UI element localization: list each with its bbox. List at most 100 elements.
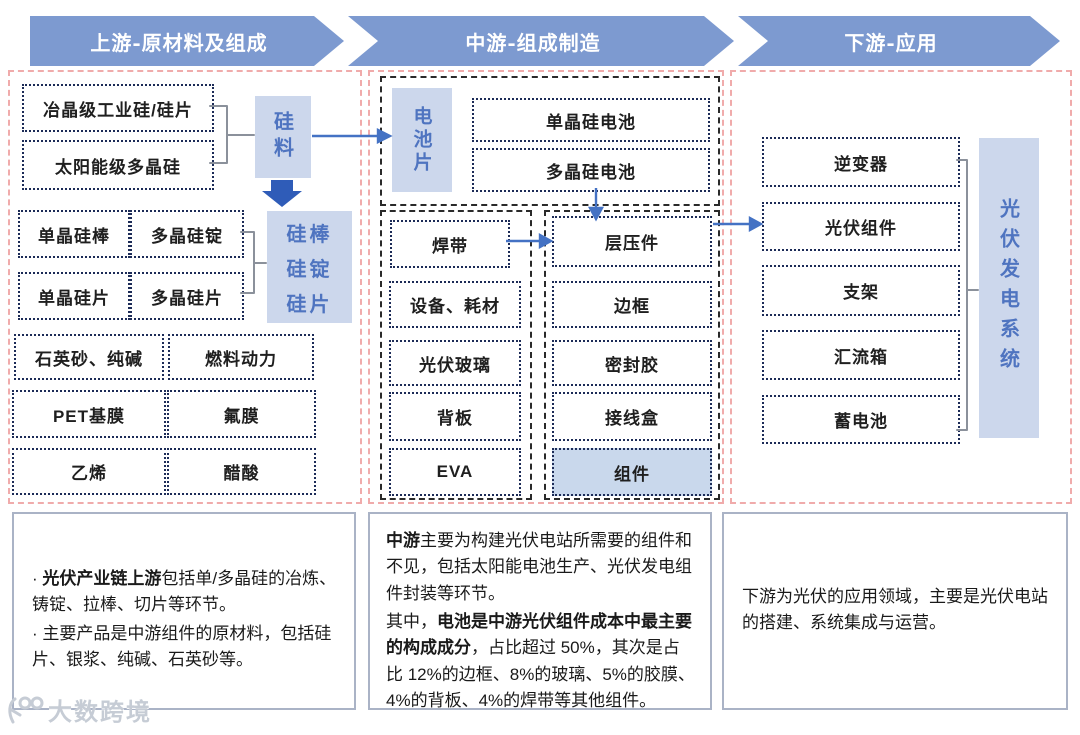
node-label: 光伏玻璃 bbox=[419, 355, 491, 375]
header-midstream-label: 中游-组成制造 bbox=[465, 30, 601, 55]
node-label: 边框 bbox=[614, 297, 650, 316]
node-fuel-power: 燃料动力 bbox=[168, 334, 314, 380]
node-pv-glass: 光伏玻璃 bbox=[389, 340, 521, 386]
node-label: 醋酸 bbox=[223, 464, 260, 483]
upstream-column-frame bbox=[8, 70, 362, 504]
node-storage-battery: 蓄电池 bbox=[762, 395, 960, 444]
node-silicon-material: 硅料 bbox=[255, 96, 311, 178]
node-label: 密封胶 bbox=[605, 355, 659, 375]
node-pet-film: PET基膜 bbox=[12, 390, 166, 438]
node-poly-cell: 多晶硅电池 bbox=[472, 148, 710, 192]
logo-circle bbox=[18, 696, 32, 709]
node-rod-ingot-wafer: 硅棒 硅锭 硅片 bbox=[267, 211, 352, 323]
node-cell-sheet: 电池片 bbox=[392, 88, 452, 192]
note-midstream-p1: 中游主要为构建光伏电站所需要的组件和不见，包括太阳能电池生产、光伏发电组件封装等… bbox=[386, 528, 696, 607]
header-upstream-label: 上游-原材料及组成 bbox=[90, 30, 268, 55]
note-bold: 中游 bbox=[386, 531, 420, 550]
node-frame: 边框 bbox=[552, 281, 712, 328]
node-equipment-consumables: 设备、耗材 bbox=[389, 281, 521, 328]
node-laminate: 层压件 bbox=[552, 216, 712, 267]
bullet: · bbox=[32, 569, 43, 588]
node-label: 硅棒 硅锭 硅片 bbox=[287, 218, 333, 317]
node-label: 冶晶级工业硅/硅片 bbox=[43, 100, 193, 120]
node-label: 乙烯 bbox=[71, 464, 107, 483]
node-label: 石英砂、纯碱 bbox=[35, 349, 143, 369]
node-label: 光伏组件 bbox=[825, 219, 897, 238]
note-text: 下游为光伏的应用领域，主要是光伏电站的搭建、系统集成与运营。 bbox=[742, 586, 1048, 632]
node-solar-grade-polysilicon: 太阳能级多晶硅 bbox=[22, 140, 214, 190]
logo-stroke bbox=[8, 707, 22, 716]
node-poly-ingot: 多晶硅锭 bbox=[130, 210, 244, 258]
watermark-logo-icon bbox=[8, 696, 44, 723]
node-pv-module: 光伏组件 bbox=[762, 202, 960, 251]
node-label: 组件 bbox=[614, 464, 650, 484]
note-text: 包括单/多晶硅的冶炼、铸锭、拉棒、切片等环节。 bbox=[32, 569, 337, 615]
node-label: 逆变器 bbox=[834, 154, 888, 174]
note-bold: 电池是中游光伏组件成本中最主要的构成成分 bbox=[386, 612, 692, 658]
node-label: 蓄电池 bbox=[834, 412, 888, 431]
node-ethylene: 乙烯 bbox=[12, 448, 166, 495]
node-label: 燃料动力 bbox=[205, 349, 277, 369]
note-bold: 光伏产业链上游 bbox=[42, 569, 162, 588]
materials-group-frame bbox=[380, 210, 532, 500]
components-group-frame bbox=[544, 210, 720, 500]
watermark: 大数跨境 bbox=[4, 692, 152, 727]
line: 硅棒 bbox=[286, 221, 333, 246]
node-label: PET基膜 bbox=[52, 406, 126, 426]
note-text: 主要为构建光伏电站所需要的组件和不见，包括太阳能电池生产、光伏发电组件封装等环节… bbox=[386, 531, 692, 603]
node-ribbon: 焊带 bbox=[390, 220, 510, 268]
note-text: · 主要产品是中游组件的原材料，包括硅片、银浆、纯碱、石英砂等。 bbox=[32, 623, 332, 670]
note-upstream-p2: · 主要产品是中游组件的原材料，包括硅片、银浆、纯碱、石英砂等。 bbox=[32, 621, 338, 674]
note-upstream-p1: · 光伏产业链上游包括单/多晶硅的冶炼、铸锭、拉棒、切片等环节。 bbox=[32, 566, 338, 619]
header-downstream-label: 下游-应用 bbox=[844, 30, 938, 55]
downstream-column-frame bbox=[730, 70, 1072, 504]
node-label: 支架 bbox=[843, 283, 879, 302]
header-upstream: 上游-原材料及组成 bbox=[30, 16, 344, 66]
node-label: 多晶硅电池 bbox=[546, 162, 636, 182]
node-label: 单晶硅棒 bbox=[38, 226, 110, 246]
node-label: 单晶硅片 bbox=[38, 288, 110, 308]
node-label: 多晶硅片 bbox=[151, 288, 223, 308]
header-downstream: 下游-应用 bbox=[738, 16, 1060, 66]
node-eva: EVA bbox=[389, 448, 521, 496]
watermark-text: 大数跨境 bbox=[48, 699, 152, 726]
header-midstream: 中游-组成制造 bbox=[348, 16, 734, 66]
node-label: 硅料 bbox=[270, 111, 295, 163]
note-midstream-p2: 其中，电池是中游光伏组件成本中最主要的构成成分，占比超过 50%，其次是占比 1… bbox=[386, 609, 696, 714]
node-backsheet: 背板 bbox=[389, 392, 521, 441]
node-label: 太阳能级多晶硅 bbox=[55, 157, 181, 177]
node-label: 焊带 bbox=[432, 236, 468, 256]
line: 硅锭 bbox=[286, 256, 333, 281]
node-pv-power-system: 光伏发电系统 bbox=[979, 138, 1039, 438]
midstream-column-frame bbox=[368, 70, 724, 504]
node-sealant: 密封胶 bbox=[552, 340, 712, 386]
node-junction-box: 接线盒 bbox=[552, 392, 712, 441]
node-quartz-soda: 石英砂、纯碱 bbox=[14, 334, 164, 380]
note-downstream: 下游为光伏的应用领域，主要是光伏电站的搭建、系统集成与运营。 bbox=[722, 512, 1068, 710]
node-label: 氟膜 bbox=[223, 406, 260, 426]
node-label: 电池片 bbox=[410, 105, 433, 175]
node-mono-rod: 单晶硅棒 bbox=[18, 210, 130, 258]
node-poly-wafer: 多晶硅片 bbox=[130, 272, 244, 320]
node-label: 设备、耗材 bbox=[410, 297, 500, 316]
node-inverter: 逆变器 bbox=[762, 137, 960, 187]
node-fluoro-film: 氟膜 bbox=[167, 390, 316, 438]
node-mounting: 支架 bbox=[762, 265, 960, 316]
node-metallurgical-silicon: 冶晶级工业硅/硅片 bbox=[22, 84, 214, 132]
node-label: 光伏发电系统 bbox=[996, 198, 1021, 378]
node-acetic-acid: 醋酸 bbox=[167, 448, 316, 495]
node-label: 多晶硅锭 bbox=[151, 226, 223, 246]
node-label: 接线盒 bbox=[605, 409, 659, 428]
note-text: ，占比超过 50%，其次是占比 12%的边框、8%的玻璃、5%的胶膜、4%的背板… bbox=[386, 638, 695, 711]
node-module: 组件 bbox=[552, 448, 712, 496]
node-combiner-box: 汇流箱 bbox=[762, 330, 960, 380]
note-midstream: 中游主要为构建光伏电站所需要的组件和不见，包括太阳能电池生产、光伏发电组件封装等… bbox=[368, 512, 712, 710]
node-label: 层压件 bbox=[605, 234, 659, 253]
node-label: 汇流箱 bbox=[834, 347, 888, 367]
logo-circle bbox=[30, 696, 44, 709]
node-label: 单晶硅电池 bbox=[546, 112, 636, 132]
node-mono-wafer: 单晶硅片 bbox=[18, 272, 130, 320]
note-text: 其中， bbox=[386, 612, 437, 632]
node-label: EVA bbox=[436, 462, 474, 481]
